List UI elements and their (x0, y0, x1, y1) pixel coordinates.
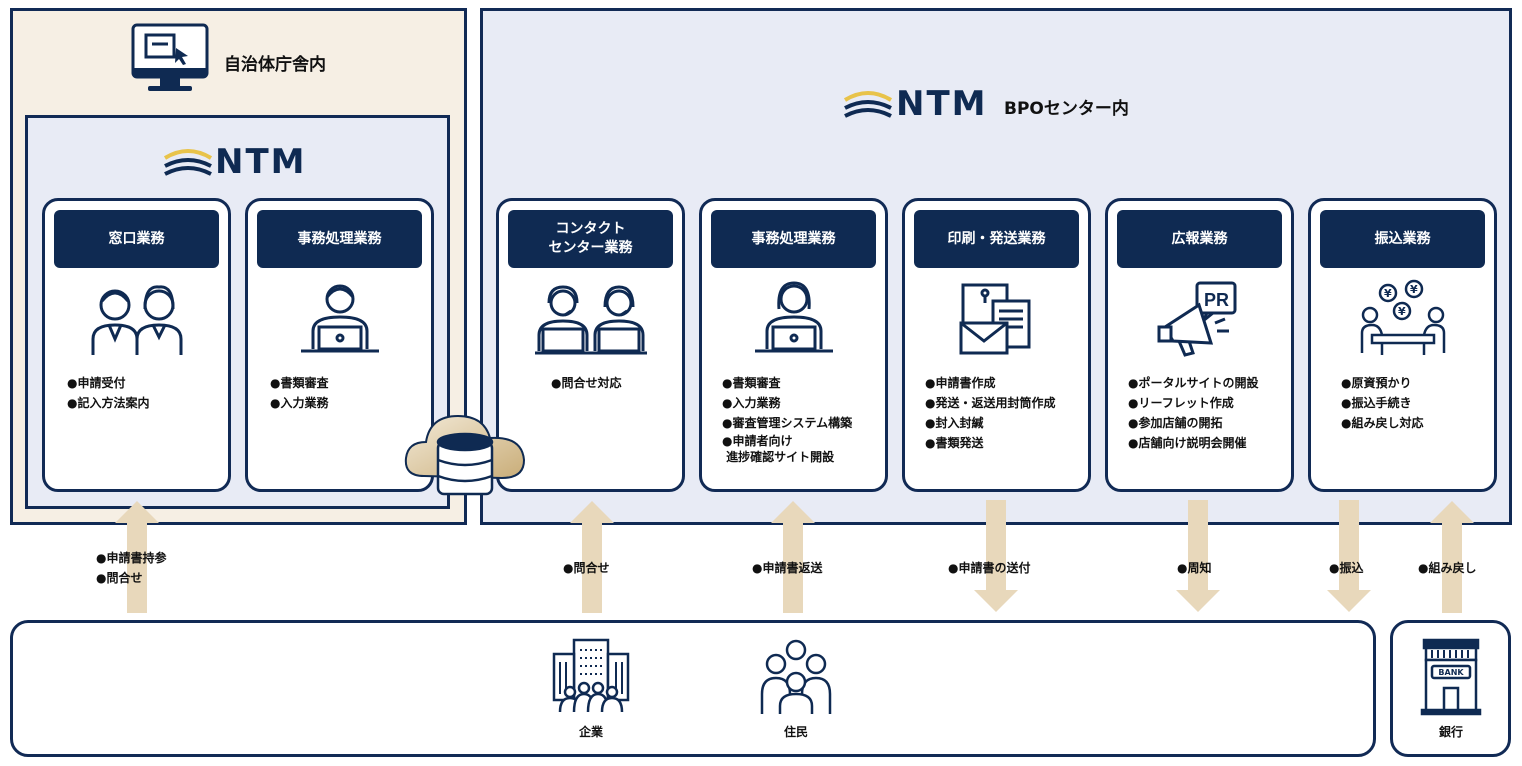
company-building-icon (552, 638, 630, 713)
flow-arrows (115, 500, 1474, 613)
bank-sign: BANK (1438, 668, 1464, 677)
arrow-label: ●申請書返送 (752, 561, 823, 575)
card-items: ●問合せ対応 (551, 373, 676, 393)
arrow-label: ●申請書の送付 (948, 561, 1031, 575)
arrow-up-2 (570, 501, 614, 613)
arrow-label: ●問合せ (563, 561, 610, 575)
list-item: ●リーフレット作成 (1128, 396, 1234, 410)
card-title: 事務処理業務 (257, 210, 422, 268)
service-card-pr: 広報業務 PR ●ポータルサイトの開設 ●リーフレット作成 ●参加店舗の開拓 ●… (1105, 198, 1294, 492)
list-item: ●ポータルサイトの開設 (1128, 376, 1259, 390)
list-item: ●申請受付 (67, 376, 126, 390)
card-items: ●ポータルサイトの開設 ●リーフレット作成 ●参加店舗の開拓 ●店舗向け説明会開… (1128, 373, 1285, 453)
list-item: ●記入方法案内 (67, 396, 150, 410)
arrow-label: ●周知 (1177, 561, 1212, 575)
arrow-up-7 (1430, 501, 1474, 613)
municipal-office-title: 自治体庁舎内 (224, 55, 326, 75)
bpo-center-title: BPOセンター内 (1004, 99, 1129, 119)
office-worker-icon (300, 284, 379, 353)
list-item: ●書類審査 (270, 376, 329, 390)
card-title: 印刷・発送業務 (914, 210, 1079, 268)
companies-label: 企業 (578, 725, 603, 739)
list-item: ●申請者向け 進捗確認サイト開設 (722, 434, 835, 464)
arrow-up-1 (115, 501, 159, 613)
svg-text:¥: ¥ (1398, 305, 1406, 318)
card-items: ●申請受付 ●記入方法案内 (67, 373, 222, 413)
ntm-bpo-logo-text: NTM (896, 84, 988, 124)
svg-text:¥: ¥ (1410, 283, 1418, 296)
list-item: ●入力業務 (722, 396, 781, 410)
card-title: 窓口業務 (54, 210, 219, 268)
cloud-database-icon (404, 414, 526, 496)
female-office-worker-icon (754, 281, 833, 353)
list-item: ●書類審査 (722, 376, 781, 390)
list-item: ●原資預かり (1341, 376, 1412, 390)
list-item: ●書類発送 (925, 436, 984, 450)
call-center-icon (534, 285, 647, 355)
arrow-down-4 (974, 500, 1018, 612)
list-item: ●入力業務 (270, 396, 329, 410)
service-card-office-work: 事務処理業務 ●書類審査 ●入力業務 (245, 198, 434, 492)
service-card-reception: 窓口業務 ●申請受付 ●記入方法案内 (42, 198, 231, 492)
card-title: コンタクト センター業務 (508, 210, 673, 268)
residents-label: 住民 (783, 725, 808, 739)
yen-transfer-icon: ¥ ¥ ¥ (1360, 279, 1445, 355)
arrow-label: ●組み戻し (1418, 561, 1477, 575)
card-title: 振込業務 (1320, 210, 1485, 268)
arrow-down-5 (1176, 500, 1220, 612)
ntm-bpo-logo-icon (843, 91, 893, 118)
list-item: ●参加店舗の開拓 (1128, 416, 1223, 430)
card-title: 広報業務 (1117, 210, 1282, 268)
list-item: ●封入封緘 (925, 416, 984, 430)
service-card-contact-center: コンタクト センター業務 ●問合せ対応 (496, 198, 685, 492)
megaphone-pr-icon: PR (1157, 281, 1236, 357)
list-item: ●問合せ対応 (551, 376, 622, 390)
service-card-transfer: 振込業務 ¥ ¥ ¥ ●原資預かり ●振込手続き ●組み戻し対応 (1308, 198, 1497, 492)
bank-building-icon (1420, 638, 1482, 716)
citizens-companies-area (10, 620, 1376, 757)
card-items: ●申請書作成 ●発送・返送用封筒作成 ●封入封緘 ●書類発送 (925, 373, 1082, 453)
card-title: 事務処理業務 (711, 210, 876, 268)
service-card-bpo-office-work: 事務処理業務 ●書類審査 ●入力業務 ●審査管理システム構築 ●申請者向け 進捗… (699, 198, 888, 492)
list-item: ●発送・返送用封筒作成 (925, 396, 1056, 410)
bank-label: 銀行 (1438, 725, 1463, 739)
list-item: ●振込手続き (1341, 396, 1412, 410)
arrow-down-6 (1327, 500, 1371, 612)
card-items: ●書類審査 ●入力業務 ●審査管理システム構築 ●申請者向け 進捗確認サイト開設 (722, 373, 879, 465)
list-item: ●店舗向け説明会開催 (1128, 436, 1247, 450)
ntm-logo-icon (163, 149, 213, 176)
list-item: ●組み戻し対応 (1341, 416, 1424, 430)
service-card-print-mail: 印刷・発送業務 ●申請書作成 ●発送・返送用封筒作成 ●封入封緘 ●書類発送 (902, 198, 1091, 492)
reception-staff-icon (91, 285, 182, 355)
mail-documents-icon (959, 283, 1030, 355)
card-items: ●書類審査 ●入力業務 (270, 373, 425, 413)
ntm-logo-text: NTM (215, 142, 307, 182)
list-item: ●審査管理システム構築 (722, 416, 853, 430)
arrow-label: ●振込 (1329, 561, 1364, 575)
computer-monitor-icon (131, 23, 209, 91)
card-items: ●原資預かり ●振込手続き ●組み戻し対応 (1341, 373, 1488, 433)
list-item: ●申請書作成 (925, 376, 996, 390)
arrow-up-3 (771, 501, 815, 613)
svg-text:PR: PR (1204, 290, 1229, 310)
svg-text:¥: ¥ (1384, 287, 1392, 300)
residents-icon (760, 639, 832, 714)
arrow-label: ●申請書持参 ●問合せ (96, 551, 167, 585)
